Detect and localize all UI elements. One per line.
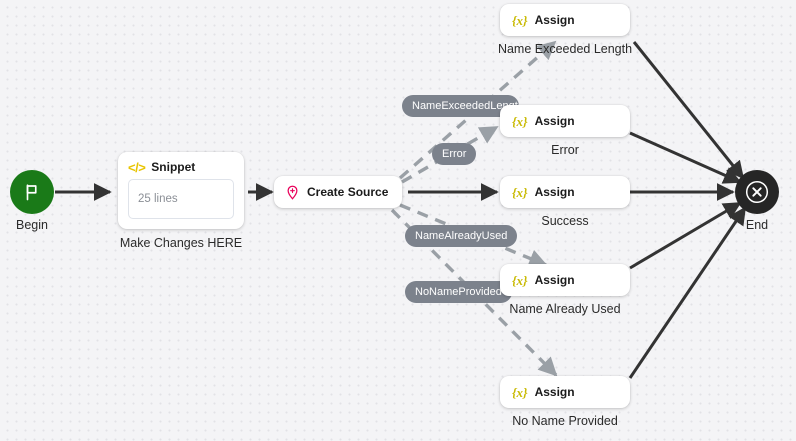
assign-title: Assign [534,273,575,287]
begin-circle[interactable] [10,170,54,214]
node-assign-error[interactable]: {x} Assign Error [500,105,630,157]
assign-card[interactable]: {x} Assign [500,4,630,36]
transition-label-error[interactable]: Error [432,143,477,165]
close-x-icon [745,180,769,204]
snippet-header: </> Snippet [128,160,234,174]
assign-caption: Success [541,214,589,228]
node-assign-no-name-provided[interactable]: {x} Assign No Name Provided [500,376,630,428]
end-caption: End [745,218,769,232]
flag-icon [26,184,37,201]
snippet-title: Snippet [151,160,196,174]
snippet-caption: Make Changes HERE [119,236,243,250]
node-end[interactable]: End [735,170,779,232]
assign-card[interactable]: {x} Assign [500,376,630,408]
edge-error-to-end [629,131,742,184]
code-icon: </> [128,159,146,175]
assign-caption: Name Already Used [509,302,621,316]
edge-name-already-used-to-end [629,201,742,270]
variable-x-icon: {x} [512,12,528,28]
assign-card[interactable]: {x} Assign [500,176,630,208]
snippet-lines-field[interactable]: 25 lines [128,179,234,219]
node-assign-name-exceeded-length[interactable]: {x} Assign Name Exceeded Length [498,4,632,56]
variable-x-icon: {x} [512,184,528,200]
node-assign-name-already-used[interactable]: {x} Assign Name Already Used [500,264,630,316]
assign-caption: No Name Provided [512,414,618,428]
map-pin-plus-icon [287,185,298,200]
snippet-card[interactable]: </> Snippet 25 lines [118,152,244,229]
create-source-card[interactable]: Create Source [274,176,403,208]
assign-card[interactable]: {x} Assign [500,264,630,296]
assign-caption: Error [551,143,579,157]
transition-label-name-already-used[interactable]: NameAlreadyUsed [405,225,518,247]
node-create-source[interactable]: Create Source [274,176,403,208]
node-snippet[interactable]: </> Snippet 25 lines Make Changes HERE [118,152,244,250]
transition-label-no-name-provided[interactable]: NoNameProvided [405,281,512,303]
edge-name-exceeded-length-to-end [632,41,745,180]
create-source-title: Create Source [307,185,389,199]
variable-x-icon: {x} [512,272,528,288]
node-assign-success[interactable]: {x} Assign Success [500,176,630,228]
assign-card[interactable]: {x} Assign [500,105,630,137]
assign-title: Assign [534,13,575,27]
assign-title: Assign [534,185,575,199]
begin-caption: Begin [16,218,48,232]
end-circle[interactable] [735,170,779,214]
assign-caption: Name Exceeded Length [497,42,633,56]
edge-no-name-provided-to-end [628,206,747,379]
assign-title: Assign [534,114,575,128]
variable-x-icon: {x} [512,113,528,129]
node-begin[interactable]: Begin [10,170,54,232]
variable-x-icon: {x} [512,384,528,400]
assign-title: Assign [534,385,575,399]
transition-label-name-exceeded-length[interactable]: NameExceededLength [402,95,519,117]
